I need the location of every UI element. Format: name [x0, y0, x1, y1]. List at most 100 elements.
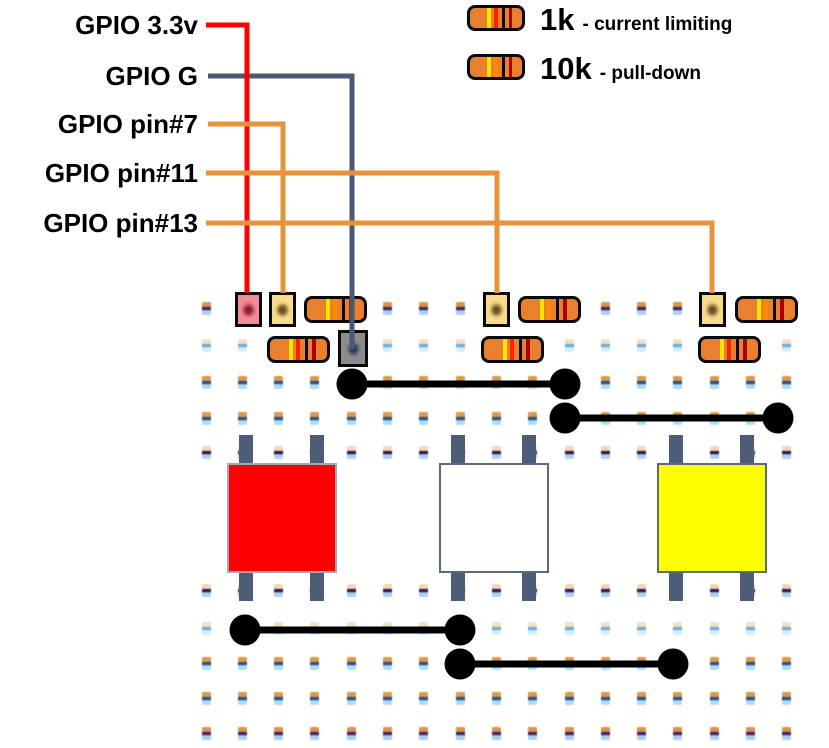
breadboard-hole — [310, 726, 320, 740]
resistor-band — [526, 339, 530, 360]
gpio-g-label: GPIO G — [105, 61, 198, 91]
resistor-band — [296, 339, 301, 360]
breadboard-hole — [491, 691, 501, 705]
breadboard-hole — [346, 726, 356, 740]
resistor-1k-3 — [698, 336, 761, 363]
resistor-10k-1 — [304, 296, 367, 323]
breadboard-hole — [383, 338, 392, 352]
legend-desc-10k: - pull-down — [599, 63, 702, 84]
button-yellow-leg — [740, 572, 754, 601]
breadboard-hole — [600, 583, 610, 597]
breadboard-hole — [310, 375, 320, 389]
jumper-wire-1 — [336, 368, 581, 400]
gpio-pin-13-label: GPIO pin#13 — [43, 208, 198, 238]
legend-item-10k: 10k - pull-down — [467, 49, 701, 89]
breadboard-hole — [419, 656, 429, 670]
gpio-pin-11-label: GPIO pin#11 — [44, 158, 198, 188]
breadboard-hole — [673, 726, 683, 740]
breadboard-hole — [491, 411, 501, 425]
pad-hole — [706, 302, 719, 317]
button-yellow-leg — [669, 572, 683, 601]
breadboard-hole — [782, 726, 792, 740]
breadboard-hole — [419, 411, 429, 425]
button-white-leg — [522, 435, 536, 464]
breadboard-hole — [746, 656, 755, 670]
breadboard-hole — [673, 375, 683, 389]
resistor-band — [508, 7, 513, 28]
resistor-band — [772, 299, 776, 320]
breadboard-hole — [673, 338, 683, 352]
breadboard-hole — [709, 445, 719, 459]
breadboard-hole — [491, 583, 501, 597]
pad-pin11 — [483, 292, 510, 327]
breadboard-hole — [237, 375, 247, 389]
breadboard-hole — [346, 583, 356, 597]
resistor-band — [312, 339, 316, 360]
resistor-1k-1 — [267, 336, 330, 363]
breadboard-hole — [274, 691, 284, 705]
breadboard-hole — [673, 621, 683, 635]
resistor-band — [510, 339, 515, 360]
breadboard-hole — [782, 338, 792, 352]
jumper-end — [444, 648, 476, 680]
breadboard-hole — [455, 691, 465, 705]
breadboard-hole — [528, 621, 538, 635]
breadboard-hole — [673, 301, 683, 315]
jumper-end — [444, 614, 476, 646]
gpio-pin-11-wire — [206, 170, 500, 293]
resistor-band — [288, 339, 293, 360]
jumper-wire-4 — [444, 648, 689, 680]
button-white-leg — [451, 572, 465, 601]
breadboard-hole — [782, 621, 792, 635]
breadboard-hole — [564, 445, 574, 459]
resistor-band — [518, 339, 522, 360]
resistor-band — [743, 339, 747, 360]
resistor-band — [547, 299, 552, 320]
gpio-g-wire — [208, 73, 355, 349]
breadboard-hole — [346, 656, 356, 670]
pad-pin13 — [699, 292, 726, 327]
breadboard-hole — [600, 621, 610, 635]
jumper-end — [762, 402, 794, 434]
breadboard-hole — [600, 691, 610, 705]
resistor-10k-3 — [735, 296, 798, 323]
resistor-band — [501, 7, 505, 28]
button-red-leg — [310, 572, 324, 601]
jumper-end — [229, 614, 261, 646]
breadboard-hole — [637, 583, 647, 597]
breadboard-hole — [455, 338, 465, 352]
breadboard-hole — [346, 445, 356, 459]
jumper-wire-2 — [549, 402, 794, 434]
pad-hole — [276, 302, 289, 317]
breadboard-hole — [237, 691, 247, 705]
legend-value-1k: 1k — [540, 2, 575, 37]
resistor-1k-2 — [481, 336, 544, 363]
button-yellow-leg — [669, 435, 683, 464]
breadboard-hole — [564, 726, 574, 740]
breadboard-hole — [782, 445, 792, 459]
breadboard-hole — [455, 301, 465, 315]
breadboard-hole — [383, 411, 392, 425]
breadboard-hole — [637, 691, 647, 705]
breadboard-hole — [564, 691, 574, 705]
breadboard-hole — [346, 411, 356, 425]
breadboard-hole — [201, 656, 211, 670]
pad-hole — [490, 302, 503, 317]
resistor-band — [333, 299, 338, 320]
breadboard-hole — [201, 583, 211, 597]
breadboard-hole — [709, 691, 719, 705]
breadboard-hole — [310, 691, 320, 705]
resistor-band — [756, 299, 761, 320]
breadboard-hole — [383, 583, 392, 597]
pad-3v3 — [235, 292, 262, 327]
breadboard-hole — [237, 411, 247, 425]
breadboard-hole — [274, 656, 284, 670]
pad-pin7 — [269, 292, 296, 327]
breadboard-hole — [201, 411, 211, 425]
breadboard-hole — [419, 301, 429, 315]
breadboard-hole — [419, 583, 429, 597]
breadboard-hole — [600, 301, 610, 315]
legend-value-10k: 10k — [540, 51, 592, 86]
